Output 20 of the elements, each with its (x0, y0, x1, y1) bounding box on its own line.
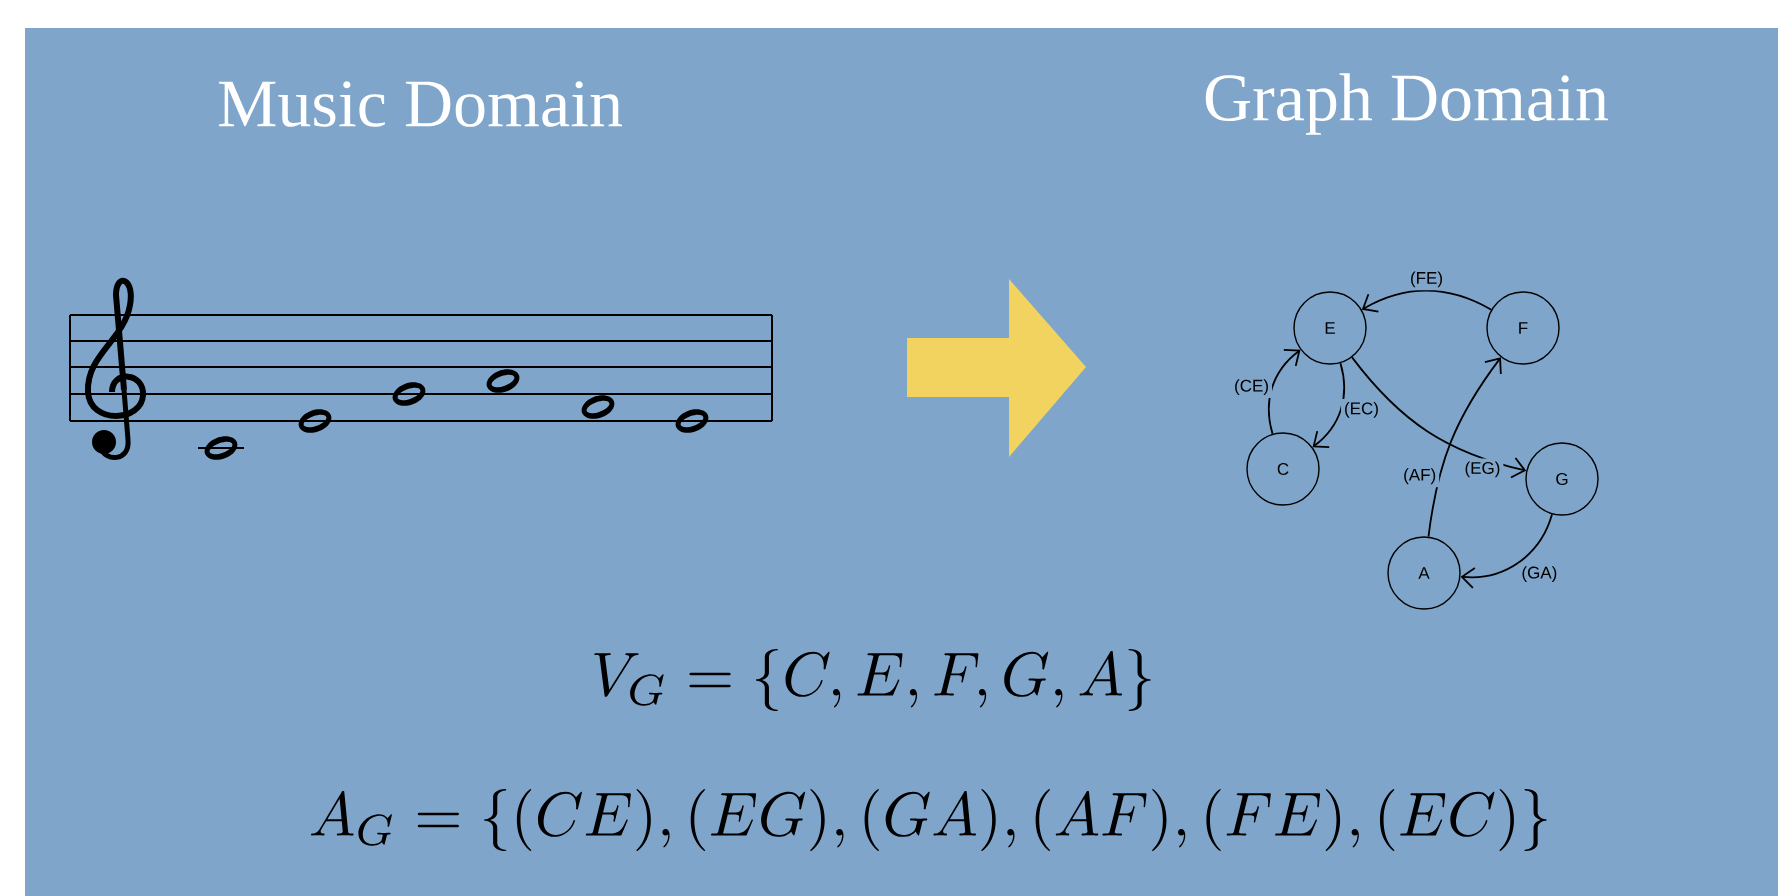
arrow (1267, 348, 1301, 435)
arrow (1460, 513, 1553, 589)
graph-vertex: G (1525, 442, 1599, 516)
edge-label: (GA) (1518, 563, 1561, 585)
edge-label: (AF) (1400, 465, 1440, 488)
graph-vertex: C (1246, 432, 1320, 506)
graph-vertex: F (1486, 291, 1560, 365)
heading: Music Domain (218, 81, 623, 127)
arrow (1427, 357, 1502, 538)
edge-label: (EC) (1341, 398, 1382, 421)
edge-label: (FE) (1407, 268, 1447, 291)
heading: Graph Domain (1205, 73, 1608, 135)
formula: $A_G = \{(CE), (EG), (GA), (AF), (FE), (EC)\}$ (311, 789, 1547, 851)
graph-vertex: E (1293, 291, 1367, 365)
formula: $V_G = \{C, E, F, G, A\}$ (594, 649, 1151, 711)
arrow (1312, 362, 1346, 449)
edge-label: (CE) (1231, 376, 1272, 399)
graph-vertex: A (1387, 536, 1461, 610)
arrow (1351, 356, 1527, 479)
arrow (1361, 289, 1493, 313)
